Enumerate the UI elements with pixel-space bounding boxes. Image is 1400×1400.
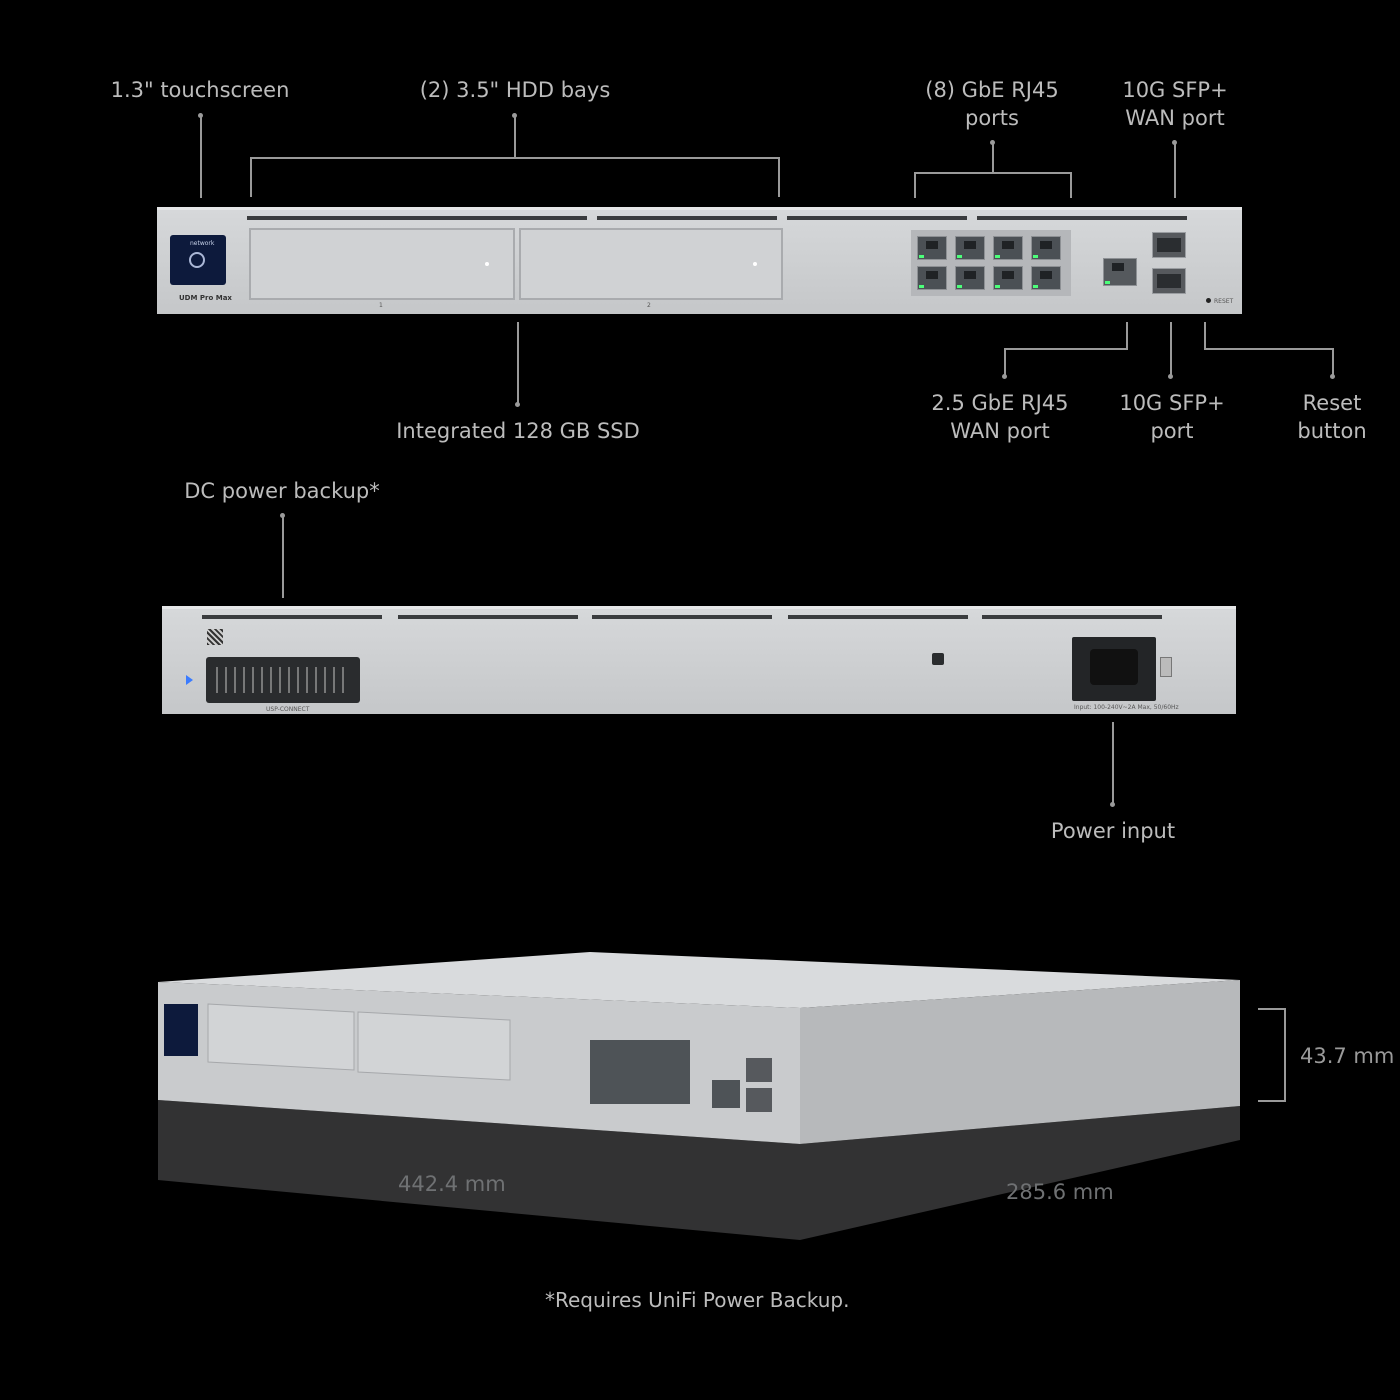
dimension-height: 43.7 mm — [1300, 1044, 1395, 1068]
callout-line — [1204, 348, 1334, 350]
label-dc-backup: DC power backup* — [184, 479, 380, 503]
callout-bracket — [914, 172, 1072, 174]
callout-dot — [512, 113, 517, 118]
callout-dot — [1002, 374, 1007, 379]
dc-backup-connector[interactable] — [206, 657, 360, 703]
footnote: *Requires UniFi Power Backup. — [545, 1288, 850, 1312]
callout-dot — [990, 140, 995, 145]
callout-line — [992, 143, 994, 173]
rj45-port[interactable] — [993, 236, 1023, 260]
callout-bracket — [914, 172, 916, 198]
rj45-port[interactable] — [917, 236, 947, 260]
bay-number: 2 — [647, 302, 651, 309]
vent-slot — [592, 615, 772, 619]
label-sfp-port: 10G SFP+port — [1119, 391, 1225, 443]
label-power-input: Power input — [1050, 819, 1176, 843]
callout-line — [517, 322, 519, 404]
screen-text: network — [190, 240, 215, 247]
callout-line — [282, 516, 284, 598]
callout-dot — [280, 513, 285, 518]
rj45-port[interactable] — [1031, 236, 1061, 260]
touchscreen[interactable]: network — [170, 235, 226, 285]
callout-bracket — [250, 157, 252, 197]
power-switch[interactable] — [1160, 657, 1172, 677]
wan-2-5g-port[interactable] — [1103, 258, 1137, 286]
label-ssd: Integrated 128 GB SSD — [396, 419, 640, 443]
callout-dot — [515, 402, 520, 407]
rj45-port-group — [911, 230, 1071, 296]
callout-bracket — [778, 157, 780, 197]
callout-dot — [198, 113, 203, 118]
usp-connect-label: USP-CONNECT — [266, 706, 310, 713]
bay-number: 1 — [379, 302, 383, 309]
callout-dot — [1172, 140, 1177, 145]
screen-circle-icon — [189, 252, 205, 268]
reset-button[interactable] — [1206, 298, 1211, 303]
callout-line — [200, 116, 202, 198]
power-inlet[interactable] — [1072, 637, 1156, 701]
callout-line — [1126, 322, 1128, 350]
vent-slot — [977, 216, 1187, 220]
vent-slot — [398, 615, 578, 619]
rj45-port[interactable] — [955, 266, 985, 290]
rj45-port[interactable] — [1031, 266, 1061, 290]
callout-line — [1174, 143, 1176, 198]
label-hdd-bays: (2) 3.5" HDD bays — [419, 78, 611, 102]
dimension-bracket — [1258, 1100, 1286, 1102]
dimension-bracket — [1284, 1008, 1286, 1102]
power-rating: Input: 100-240V~2A Max, 50/60Hz — [1074, 704, 1179, 711]
dimension-width: 442.4 mm — [398, 1172, 506, 1196]
callout-line — [1112, 722, 1114, 804]
vent-slot — [787, 216, 967, 220]
hdd-bay-2[interactable] — [519, 228, 783, 300]
callout-line — [1204, 322, 1206, 350]
reset-text: RESET — [1214, 298, 1234, 305]
ubiquiti-logo-icon — [932, 653, 944, 665]
rj45-port[interactable] — [955, 236, 985, 260]
label-sfp-wan: 10G SFP+WAN port — [1122, 78, 1228, 130]
device-perspective — [158, 952, 1240, 1240]
vent-slot — [247, 216, 587, 220]
sfp-port[interactable] — [1152, 268, 1186, 294]
rear-panel: USP-CONNECT Input: 100-240V~2A Max, 50/6… — [162, 606, 1236, 714]
callout-dot — [1330, 374, 1335, 379]
callout-line — [514, 116, 516, 158]
front-panel: network UDM Pro Max 1 2 RESET — [157, 207, 1242, 314]
vent-slot — [597, 216, 777, 220]
vent-slot — [982, 615, 1162, 619]
label-touchscreen: 1.3" touchscreen — [110, 78, 290, 102]
callout-line — [1170, 322, 1172, 376]
status-led-icon — [186, 675, 193, 685]
dimension-depth: 285.6 mm — [1006, 1180, 1114, 1204]
qr-code — [207, 629, 223, 645]
callout-line — [1004, 348, 1128, 350]
sfp-wan-port[interactable] — [1152, 232, 1186, 258]
rj45-port[interactable] — [917, 266, 947, 290]
callout-bracket — [1070, 172, 1072, 198]
callout-dot — [1168, 374, 1173, 379]
vent-slot — [202, 615, 382, 619]
hdd-bay-1[interactable] — [249, 228, 515, 300]
rj45-port[interactable] — [993, 266, 1023, 290]
model-label: UDM Pro Max — [179, 294, 232, 302]
callout-line — [1332, 348, 1334, 376]
vent-slot — [788, 615, 968, 619]
dimension-bracket — [1258, 1008, 1286, 1010]
callout-dot — [1110, 802, 1115, 807]
callout-line — [1004, 348, 1006, 376]
callout-bracket — [250, 157, 780, 159]
